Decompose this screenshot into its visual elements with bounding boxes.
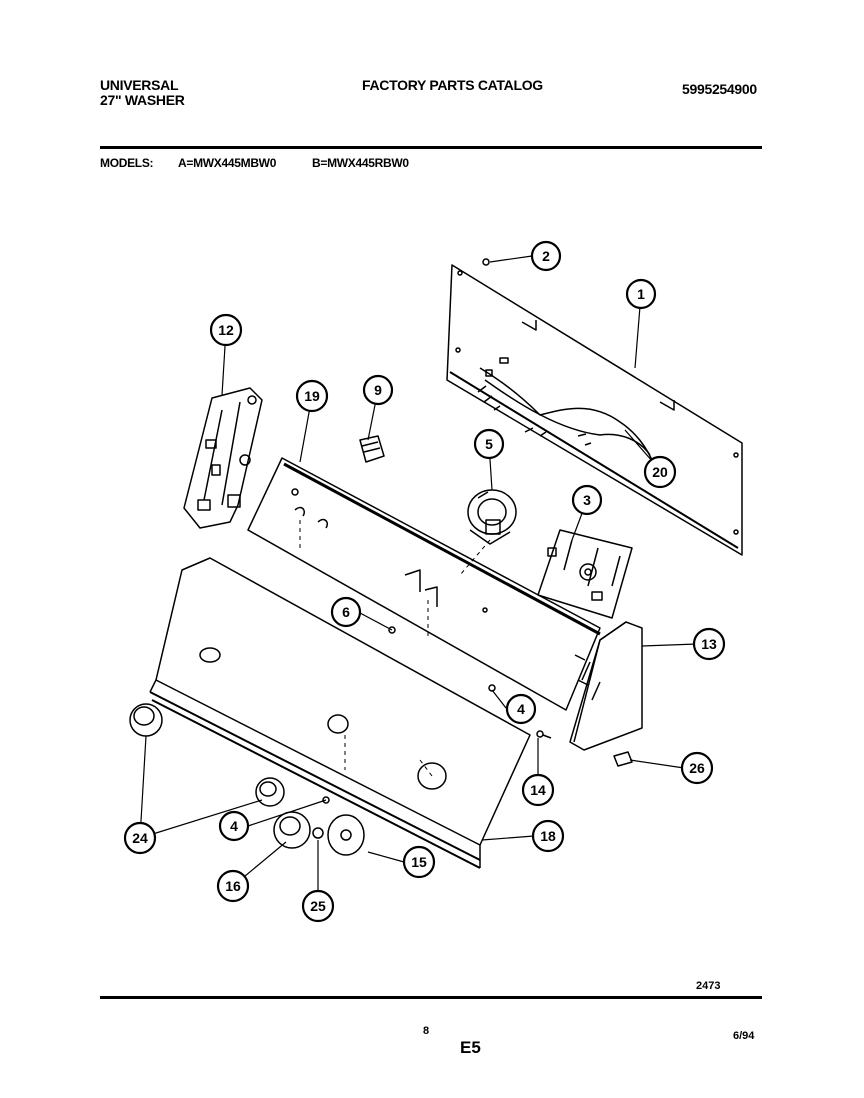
callout-c26: 26 <box>680 751 714 785</box>
dial-parts <box>273 811 365 856</box>
callout-number: 5 <box>485 436 493 452</box>
callout-c18: 18 <box>531 819 565 853</box>
catalog-number: 5995254900 <box>682 81 757 97</box>
screw-part-4b <box>322 796 330 804</box>
section-code: E5 <box>460 1038 481 1057</box>
timer-part <box>467 489 517 545</box>
callout-number: 6 <box>342 604 350 620</box>
callout-c3: 3 <box>571 484 603 516</box>
rear-panel-part <box>446 264 743 556</box>
callout-number: 13 <box>701 636 717 652</box>
footer-rule <box>100 996 762 999</box>
brand-name: UNIVERSAL <box>100 77 179 93</box>
product-name: 27" WASHER <box>100 92 185 108</box>
callout-c12: 12 <box>209 313 243 347</box>
right-end-cap-part <box>569 621 643 751</box>
screw-part-4a <box>488 684 496 692</box>
callout-c16: 16 <box>216 869 250 903</box>
clip-and-screw-parts <box>536 730 633 767</box>
callout-number: 4 <box>230 818 238 834</box>
catalog-title: FACTORY PARTS CATALOG <box>362 77 543 93</box>
callout-number: 4 <box>517 701 525 717</box>
left-bracket-part <box>183 387 263 529</box>
catalog-date: 6/94 <box>733 1030 755 1042</box>
screw-part-6 <box>388 626 396 634</box>
callout-number: 19 <box>304 388 320 404</box>
control-board-part <box>537 529 633 619</box>
callout-c20: 20 <box>643 455 677 489</box>
callout-c14: 14 <box>521 773 555 807</box>
callout-c19: 19 <box>295 379 329 413</box>
front-console-part <box>149 557 531 869</box>
callout-c13: 13 <box>692 627 726 661</box>
screw-part <box>482 258 490 266</box>
callout-c1: 1 <box>625 278 657 310</box>
callout-c4b: 4 <box>218 810 250 842</box>
callout-c2: 2 <box>530 240 562 272</box>
wire-harness-part <box>477 357 653 461</box>
callout-number: 18 <box>540 828 556 844</box>
callout-c4a: 4 <box>505 693 537 725</box>
callout-c15: 15 <box>402 845 436 879</box>
callout-number: 15 <box>411 854 427 870</box>
drawing-number: 2473 <box>696 980 721 992</box>
page-number: 8 <box>423 1025 430 1037</box>
switch-part <box>359 435 385 463</box>
callout-c25: 25 <box>301 889 335 923</box>
callout-c6: 6 <box>330 596 362 628</box>
callout-leader-lines <box>139 255 698 906</box>
callout-c9: 9 <box>362 374 394 406</box>
models-label: MODELS: <box>100 156 154 170</box>
callout-c24: 24 <box>123 821 157 855</box>
callout-number: 24 <box>132 830 148 846</box>
model-b: B=MWX445RBW0 <box>312 156 409 170</box>
callout-number: 20 <box>652 464 668 480</box>
control-panel-part <box>247 457 601 711</box>
callout-c5: 5 <box>473 428 505 460</box>
header-rule <box>100 146 762 149</box>
callout-number: 9 <box>374 382 382 398</box>
assembly-guide-lines <box>299 520 491 777</box>
callout-number: 16 <box>225 878 241 894</box>
callout-number: 25 <box>310 898 326 914</box>
callout-number: 1 <box>637 286 645 302</box>
callout-number: 14 <box>530 782 546 798</box>
callout-number: 26 <box>689 760 705 776</box>
callout-number: 12 <box>218 322 234 338</box>
callout-number: 2 <box>542 248 550 264</box>
callout-number: 3 <box>583 492 591 508</box>
model-a: A=MWX445MBW0 <box>178 156 277 170</box>
